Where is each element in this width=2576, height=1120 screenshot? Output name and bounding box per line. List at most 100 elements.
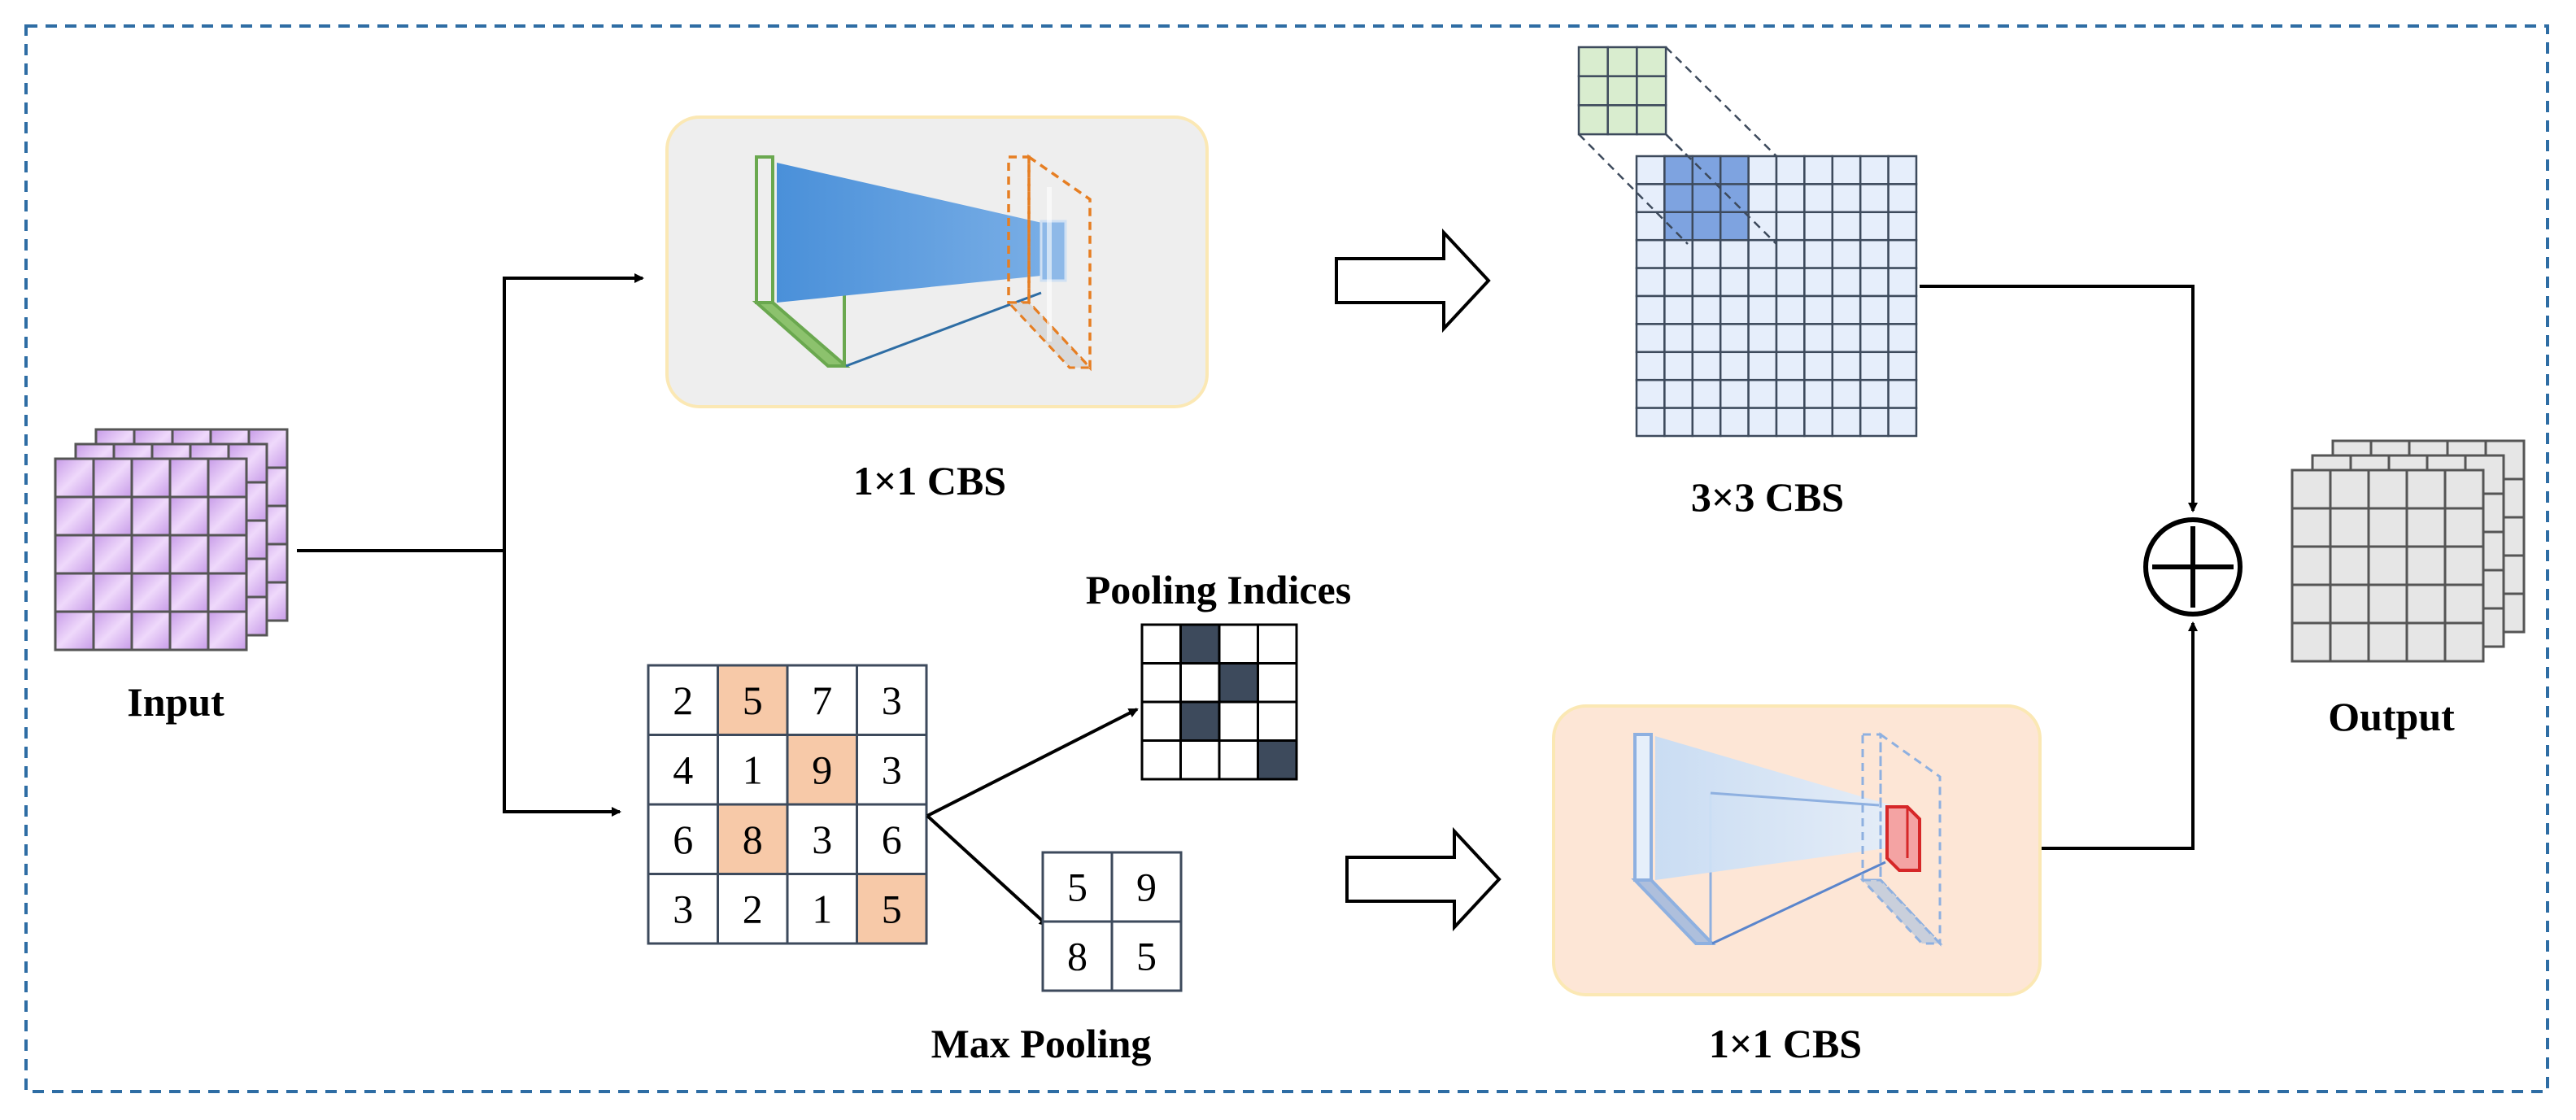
max-pool-output-value: 8 — [1067, 934, 1087, 979]
conv-grid-cell — [1691, 407, 1722, 438]
max-pool-input-cell — [856, 873, 928, 945]
max-pool-input-value: 4 — [673, 747, 693, 792]
conv-grid-cell — [1831, 267, 1862, 298]
max-pool-input-cell — [856, 734, 928, 806]
conv-grid-cell — [1635, 407, 1666, 438]
kernel-cell — [1577, 104, 1609, 136]
output-grid-cell — [2405, 545, 2447, 586]
conv-grid-cell — [1775, 323, 1806, 354]
conv-grid-cell — [1635, 294, 1666, 325]
conv-grid-cell — [1775, 183, 1806, 214]
output-feature-stack — [2291, 439, 2526, 663]
kernel-cell — [1636, 46, 1667, 77]
input-grid-cell — [54, 534, 95, 575]
output-grid-cell — [2367, 468, 2408, 510]
output-grid-cell — [2367, 621, 2408, 663]
conv3x3-block — [1577, 46, 1918, 438]
conv-grid-cell — [1747, 155, 1778, 185]
conv-grid-cell — [1887, 407, 1918, 438]
conv-grid-cell — [1719, 294, 1750, 325]
conv-grid-cell — [1719, 378, 1750, 409]
conv-grid-cell — [1691, 267, 1722, 298]
conv-grid-cell — [1859, 155, 1890, 185]
conv-grid-cell — [1663, 238, 1694, 269]
conv-grid-cell — [1831, 155, 1862, 185]
conv-grid-cell — [1887, 211, 1918, 242]
input-grid-cell — [92, 610, 133, 652]
conv-grid-cell — [1831, 183, 1862, 214]
max-pool-input-value: 3 — [673, 886, 693, 931]
pooling-index-cell — [1218, 623, 1259, 665]
max-pool-branch-arrows — [926, 708, 1139, 927]
input-grid-cell — [130, 572, 172, 613]
cbs-top-label: 1×1 CBS — [853, 458, 1006, 503]
input-grid-cell — [207, 495, 248, 537]
pooling-index-cell — [1257, 700, 1298, 742]
conv-grid-cell — [1663, 267, 1694, 298]
conv-grid-cell — [1859, 183, 1890, 214]
outer-dashed-border — [24, 24, 2549, 1093]
max-pool-input-cell — [786, 873, 858, 945]
max-pool-input-cell — [786, 803, 858, 875]
conv-grid-cell — [1747, 183, 1778, 214]
conv-grid-cell — [1635, 267, 1666, 298]
output-grid-cell — [2329, 468, 2370, 510]
conv-grid-cell — [1887, 267, 1918, 298]
input-grid-cell — [54, 572, 95, 613]
conv-grid-cell — [1747, 378, 1778, 409]
output-grid-cell — [2443, 545, 2485, 586]
input-grid-layer — [54, 457, 248, 652]
conv-grid-cell — [1831, 407, 1862, 438]
kernel-cell — [1606, 75, 1638, 107]
output-grid-layer — [2291, 468, 2485, 663]
conv-grid-cell — [1719, 323, 1750, 354]
max-pool-input-value: 3 — [882, 747, 902, 792]
conv-grid-cell — [1747, 211, 1778, 242]
pooling-index-cell — [1218, 739, 1259, 781]
sum-operator-icon — [2143, 517, 2243, 617]
conv-grid-cell — [1831, 378, 1862, 409]
conv-grid-cell — [1887, 294, 1918, 325]
conv-grid-cell — [1747, 238, 1778, 269]
output-grid-cell — [2329, 545, 2370, 586]
cbs-bottom-label: 1×1 CBS — [1709, 1021, 1862, 1066]
input-split-connector — [297, 273, 644, 817]
input-grid-cell — [92, 495, 133, 537]
conv-grid-cell — [1859, 267, 1890, 298]
conv-grid-cell — [1635, 155, 1666, 185]
conv-grid-cell — [1831, 294, 1862, 325]
max-pool-input-value: 8 — [743, 817, 763, 862]
conv-grid-cell — [1747, 294, 1778, 325]
conv-grid-cell — [1775, 238, 1806, 269]
kernel-cell — [1577, 75, 1609, 107]
max-pool-input-value: 9 — [812, 747, 832, 792]
conv-grid-cell — [1803, 238, 1834, 269]
conv-grid-cell — [1775, 294, 1806, 325]
conv-grid-cell — [1635, 378, 1666, 409]
conv-grid-cell — [1663, 351, 1694, 381]
pooling-index-cell — [1218, 700, 1259, 742]
input-grid-cell — [207, 572, 248, 613]
kernel-cell — [1577, 46, 1609, 77]
pooling-index-cell — [1257, 623, 1298, 665]
conv-grid-cell — [1803, 323, 1834, 354]
output-grid-cell — [2291, 507, 2332, 548]
output-grid-cell — [2367, 507, 2408, 548]
pooling-index-cell — [1140, 662, 1182, 704]
conv-grid-cell — [1775, 351, 1806, 381]
input-label: Input — [127, 679, 224, 725]
output-grid-cell — [2405, 583, 2447, 625]
max-pool-input-cell — [856, 664, 928, 736]
conv-grid-cell — [1691, 351, 1722, 381]
pooling-index-cell — [1179, 662, 1221, 704]
conv-grid-cell — [1635, 323, 1666, 354]
max-pool-input-value: 2 — [743, 886, 763, 931]
conv-grid-cell — [1747, 407, 1778, 438]
cbs-top-block — [665, 115, 1209, 408]
pooling-index-cell — [1140, 700, 1182, 742]
conv-grid-cell — [1775, 407, 1806, 438]
kernel-cell — [1606, 46, 1638, 77]
